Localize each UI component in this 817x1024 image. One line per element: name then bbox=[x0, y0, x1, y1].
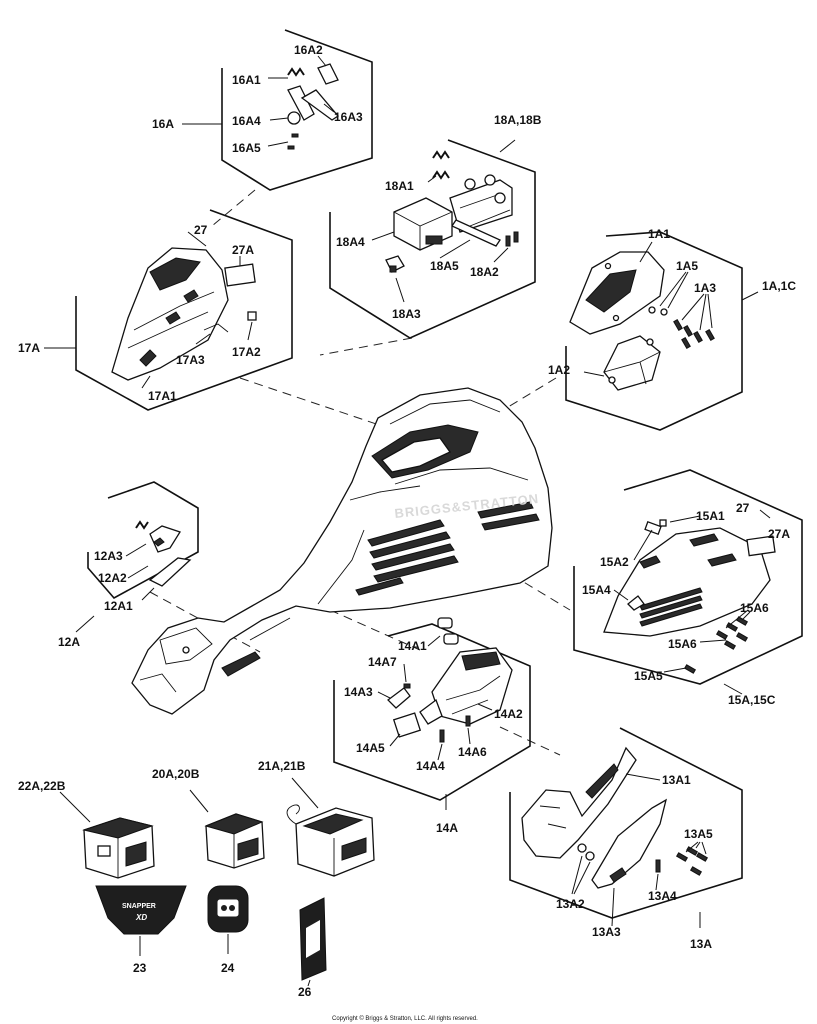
label-14a: 14A bbox=[436, 821, 458, 835]
springs-18a1 bbox=[432, 150, 450, 180]
label-17a2: 17A2 bbox=[232, 345, 261, 359]
label-1a2: 1A2 bbox=[548, 363, 570, 377]
label-15a4: 15A4 bbox=[582, 583, 611, 597]
vent-slots bbox=[355, 501, 540, 596]
label-12a1: 12A1 bbox=[104, 599, 133, 613]
label-1a-1c: 1A,1C bbox=[762, 279, 796, 293]
group-14a: 14A1 14A7 14A3 14A2 14A5 14A4 14A6 14A bbox=[333, 617, 531, 835]
group-1a: 1A1 1A5 1A3 1A,1C 1A2 bbox=[548, 227, 796, 431]
label-13a4: 13A4 bbox=[648, 889, 677, 903]
label-12a2: 12A2 bbox=[98, 571, 127, 585]
label-18a4: 18A4 bbox=[336, 235, 365, 249]
label-14a3: 14A3 bbox=[344, 685, 373, 699]
label-14a5: 14A5 bbox=[356, 741, 385, 755]
group-17a: 27 27A 17A 17A3 17A2 17A1 bbox=[18, 209, 293, 411]
label-1a3: 1A3 bbox=[694, 281, 716, 295]
group-18a: 18A,18B 18A1 18A4 18A5 18A2 18A3 bbox=[329, 113, 542, 339]
label-17a: 17A bbox=[18, 341, 40, 355]
battery-20a: 20A,20B bbox=[152, 767, 265, 869]
label-15a-15c: 15A,15C bbox=[728, 693, 776, 707]
handle-trigger bbox=[139, 627, 261, 693]
main-housing: BRIGGS&STRATTON bbox=[131, 387, 553, 715]
charger-21a: 21A,21B bbox=[258, 759, 375, 877]
label-21a-21b: 21A,21B bbox=[258, 759, 306, 773]
vent-slots-15a bbox=[639, 587, 703, 627]
label-17a3: 17A3 bbox=[176, 353, 205, 367]
label-15a6-a: 15A6 bbox=[740, 601, 769, 615]
label-27-b: 27 bbox=[736, 501, 750, 515]
label-13a5: 13A5 bbox=[684, 827, 713, 841]
label-22a-22b: 22A,22B bbox=[18, 779, 66, 793]
label-15a6-b: 15A6 bbox=[668, 637, 697, 651]
label-12a3: 12A3 bbox=[94, 549, 123, 563]
label-27-a: 27 bbox=[194, 223, 208, 237]
label-16a5: 16A5 bbox=[232, 141, 261, 155]
label-27a-a: 27A bbox=[232, 243, 254, 257]
label-13a2: 13A2 bbox=[556, 897, 585, 911]
label-14a4: 14A4 bbox=[416, 759, 445, 773]
group-12a: 12A3 12A2 12A1 12A bbox=[58, 481, 199, 649]
label-18a3: 18A3 bbox=[392, 307, 421, 321]
screws-1a3 bbox=[673, 318, 715, 350]
badge-sub: XD bbox=[135, 913, 147, 922]
label-18a-18b: 18A,18B bbox=[494, 113, 542, 127]
badge-text: SNAPPER bbox=[122, 903, 156, 910]
label-13a3: 13A3 bbox=[592, 925, 621, 939]
label-23: 23 bbox=[133, 961, 147, 975]
label-17a1: 17A1 bbox=[148, 389, 177, 403]
label-18a1: 18A1 bbox=[385, 179, 414, 193]
screws-13a5 bbox=[675, 846, 709, 876]
label-16a4: 16A4 bbox=[232, 114, 261, 128]
copyright-text: Copyright © Briggs & Stratton, LLC. All … bbox=[332, 1015, 478, 1022]
label-12a: 12A bbox=[58, 635, 80, 649]
battery-22a: 22A,22B bbox=[18, 779, 155, 879]
label-13a1: 13A1 bbox=[662, 773, 691, 787]
label-14a6: 14A6 bbox=[458, 745, 487, 759]
label-15a1: 15A1 bbox=[696, 509, 725, 523]
panel-24: 24 bbox=[207, 885, 249, 975]
label-24: 24 bbox=[221, 961, 235, 975]
group-15a: 27 27A 15A1 15A2 15A4 15A6 15A6 15A5 15A… bbox=[573, 469, 803, 707]
group-16a: 16A2 16A1 16A4 16A3 16A5 16A bbox=[152, 29, 373, 191]
label-16a1: 16A1 bbox=[232, 73, 261, 87]
label-16a: 16A bbox=[152, 117, 174, 131]
label-15a5: 15A5 bbox=[634, 669, 663, 683]
label-18a5: 18A5 bbox=[430, 259, 459, 273]
screws-15a6 bbox=[715, 616, 749, 650]
label-20a-20b: 20A,20B bbox=[152, 767, 200, 781]
label-27a-b: 27A bbox=[768, 527, 790, 541]
label-26: 26 bbox=[298, 985, 312, 999]
badge-23: SNAPPER XD 23 bbox=[95, 885, 187, 975]
label-1a1: 1A1 bbox=[648, 227, 670, 241]
label-16a2: 16A2 bbox=[294, 43, 323, 57]
label-14a1: 14A1 bbox=[398, 639, 427, 653]
group-13a: 13A1 13A5 13A4 13A2 13A3 13A bbox=[509, 727, 743, 951]
label-1a5: 1A5 bbox=[676, 259, 698, 273]
label-18a2: 18A2 bbox=[470, 265, 499, 279]
badge-icon bbox=[95, 885, 187, 935]
label-14a2: 14A2 bbox=[494, 707, 523, 721]
strip-26: 26 bbox=[298, 897, 327, 999]
label-16a3: 16A3 bbox=[334, 110, 363, 124]
label-15a2: 15A2 bbox=[600, 555, 629, 569]
label-14a7: 14A7 bbox=[368, 655, 397, 669]
label-13a: 13A bbox=[690, 937, 712, 951]
